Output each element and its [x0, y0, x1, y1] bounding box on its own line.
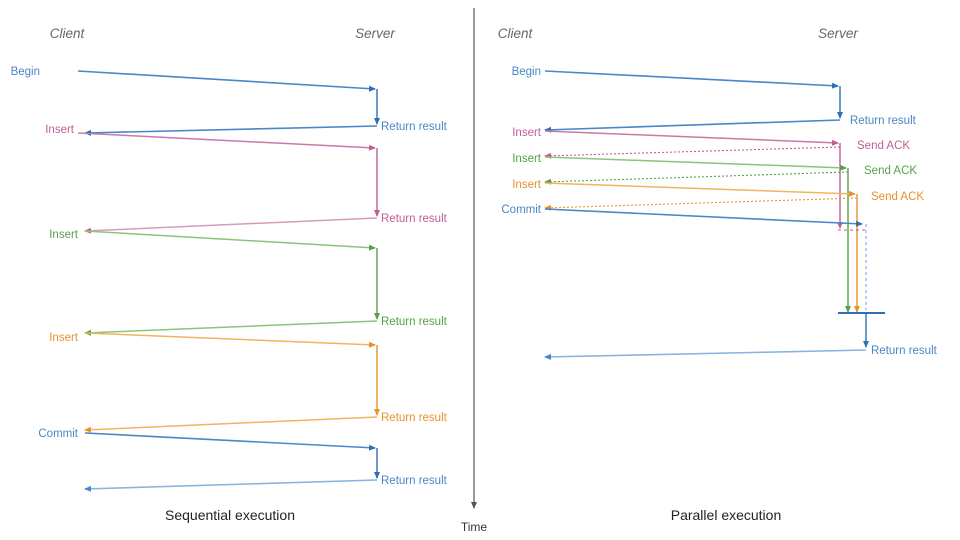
left-client-label-insert-3: Insert	[49, 332, 79, 344]
right-server-label-return-result-1: Return result	[850, 115, 917, 127]
time-axis: Time	[461, 8, 488, 534]
left-actor-server-label: Server	[355, 26, 395, 41]
left-message-insert-1: Insert Return result	[45, 124, 448, 234]
right-message-begin: Begin Return result	[512, 66, 917, 133]
right-server-label-send-ack-3: Send ACK	[871, 191, 924, 203]
right-message-insert-3: Insert Send ACK	[512, 179, 924, 313]
right-client-label-insert-2: Insert	[512, 153, 542, 165]
left-message-commit: Commit Return result	[38, 428, 448, 492]
left-server-label-return-result-5: Return result	[381, 475, 448, 487]
left-actor-client-label: Client	[50, 26, 86, 41]
left-server-label-return-result-3: Return result	[381, 316, 448, 328]
right-server-label-send-ack-2: Send ACK	[864, 165, 917, 177]
left-server-label-return-result-4: Return result	[381, 412, 448, 424]
right-server-label-send-ack-1: Send ACK	[857, 140, 910, 152]
left-panel-caption: Sequential execution	[165, 507, 295, 523]
left-panel-sequential: Client Server Begin Return result Insert…	[11, 26, 448, 523]
right-client-label-insert-3: Insert	[512, 179, 542, 191]
left-client-label-insert-2: Insert	[49, 229, 79, 241]
right-actor-server-label: Server	[818, 26, 858, 41]
left-client-label-begin: Begin	[11, 66, 40, 78]
right-server-label-return-result-2: Return result	[871, 345, 938, 357]
right-message-insert-1: Insert Send ACK	[512, 127, 910, 229]
left-message-insert-2: Insert Return result	[49, 229, 448, 336]
right-message-insert-2: Insert Send ACK	[512, 153, 917, 313]
left-client-label-insert-1: Insert	[45, 124, 75, 136]
right-message-commit: Commit Return result	[501, 204, 938, 360]
right-panel-caption: Parallel execution	[671, 507, 782, 523]
right-actor-client-label: Client	[498, 26, 534, 41]
right-panel-parallel: Client Server Begin Return result Insert…	[498, 26, 938, 523]
left-message-begin: Begin Return result	[11, 66, 448, 136]
right-client-label-begin: Begin	[512, 66, 541, 78]
left-message-insert-3: Insert Return result	[49, 332, 448, 433]
left-server-label-return-result-1: Return result	[381, 121, 448, 133]
time-axis-label: Time	[461, 520, 488, 534]
right-client-label-commit: Commit	[501, 204, 541, 216]
left-server-label-return-result-2: Return result	[381, 213, 448, 225]
left-client-label-commit: Commit	[38, 428, 78, 440]
right-client-label-insert-1: Insert	[512, 127, 542, 139]
